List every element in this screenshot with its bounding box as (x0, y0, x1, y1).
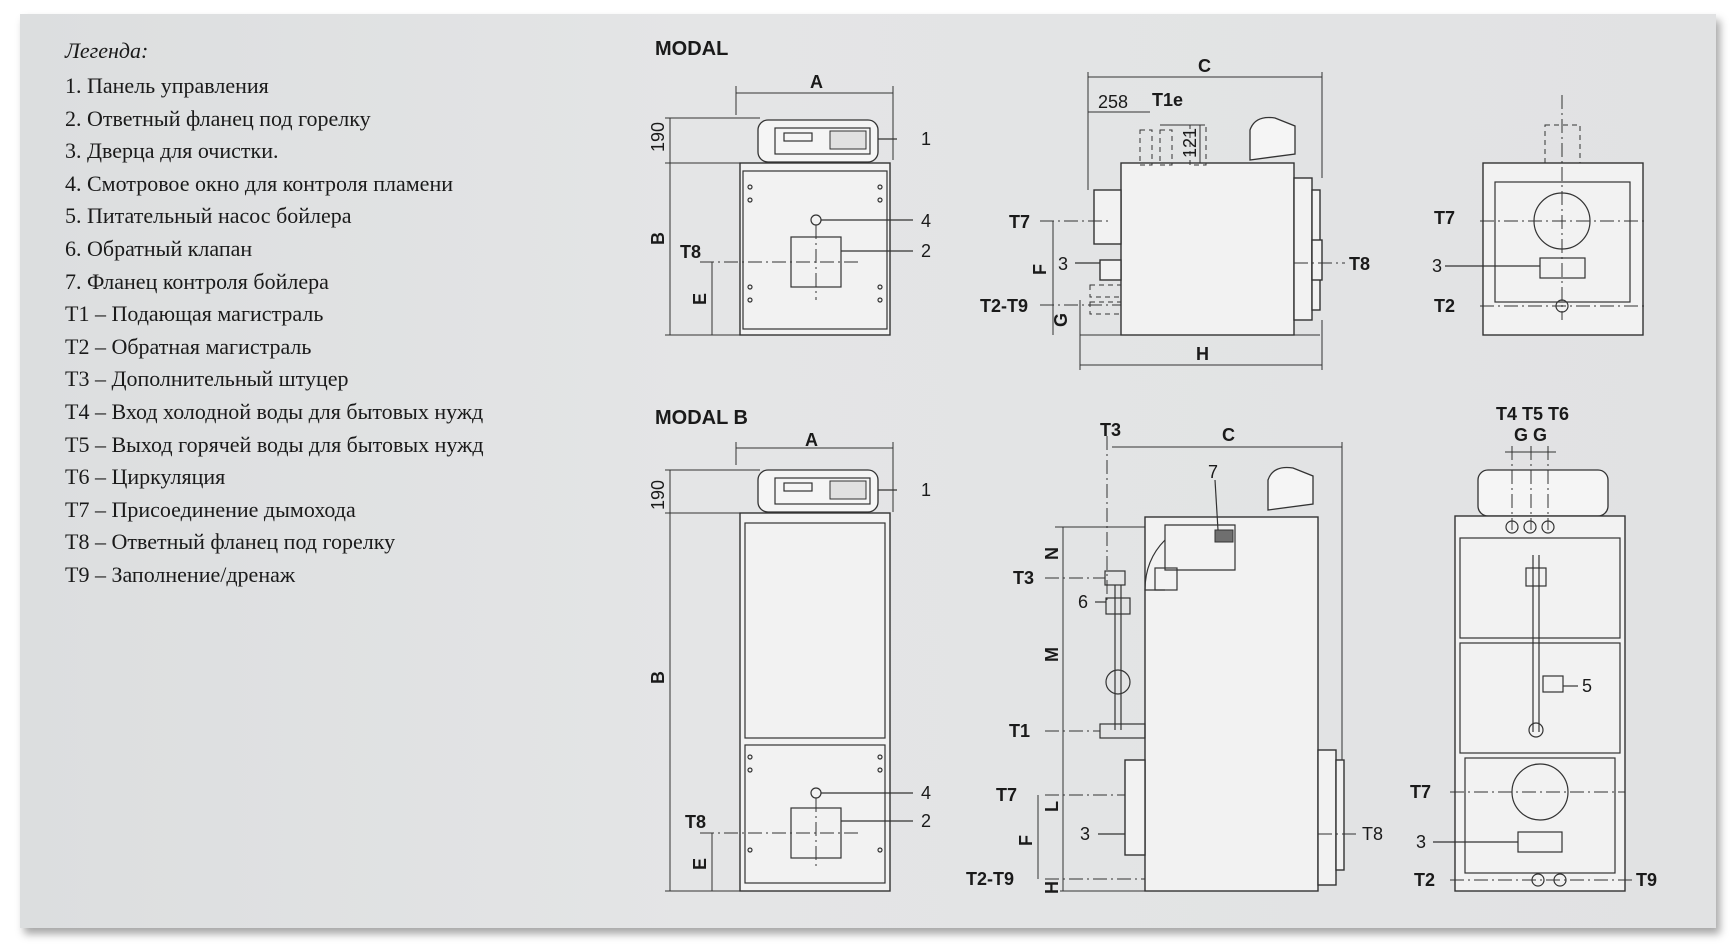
modalb-dim-a: A (805, 430, 818, 450)
modalb-dim-190: 190 (648, 480, 668, 510)
modalb-dim-e: E (690, 858, 710, 870)
legend-item: T6 – Циркуляция (65, 464, 226, 490)
control-panel (774, 127, 871, 155)
legend-items: 1. Панель управления 2. Ответный фланец п… (65, 70, 484, 592)
legend: Легенда: 1. Панель управления 2. Ответный… (65, 38, 484, 592)
modalb-callout-7: 7 (1208, 462, 1218, 482)
legend-item: T8 – Ответный фланец под горелку (65, 529, 396, 555)
modalb-side-t1: T1 (1009, 721, 1030, 741)
legend-item: 1. Панель управления (65, 73, 269, 98)
modalb-dim-m: M (1042, 647, 1062, 662)
modalb-rear-callout-3: 3 (1416, 832, 1426, 852)
modalb-callout-3: 3 (1080, 824, 1090, 844)
modal-dim-a: A (810, 72, 823, 92)
modalb-rear-t2: T2 (1414, 870, 1435, 890)
modal-dim-121: 121 (1180, 128, 1200, 158)
burner-icon (1249, 116, 1296, 161)
modalb-side-t2t9: T2-T9 (966, 869, 1014, 889)
modalb-rear-t7: T7 (1410, 782, 1431, 802)
modalb-callout-5: 5 (1582, 676, 1592, 696)
modalb-dim-n: N (1042, 547, 1062, 560)
modal-title: MODAL (655, 38, 728, 60)
modal-label-t8: T8 (680, 242, 701, 262)
modalb-dim-g1: G (1514, 425, 1528, 445)
legend-item: T3 – Дополнительный штуцер (65, 366, 349, 392)
modal-side-body (1120, 162, 1295, 336)
modal-dim-e: E (690, 293, 710, 305)
modal-dim-g: G (1051, 313, 1071, 327)
modal-callout-4: 4 (921, 211, 931, 231)
modalb-callout-1: 1 (921, 480, 931, 500)
modal-label-t1e: T1e (1152, 90, 1183, 110)
modalb-dim-g2: G (1533, 425, 1547, 445)
modal-callout-2: 2 (921, 241, 931, 261)
modal-dim-c: C (1198, 56, 1211, 76)
boiler-control-flange (1214, 529, 1234, 543)
modal-dim-190: 190 (648, 122, 668, 152)
modalb-control-panel (774, 477, 871, 505)
legend-title: Легенда: (65, 38, 149, 63)
modal-label-t2t9: T2-T9 (980, 296, 1028, 316)
legend-item: 3. Дверца для очистки. (65, 138, 279, 164)
modalb-title: MODAL B (655, 407, 748, 429)
modal-rear-t2: T2 (1434, 296, 1455, 316)
modal-dim-f: F (1030, 264, 1050, 275)
legend-item: T4 – Вход холодной воды для бытовых нужд (65, 398, 484, 424)
modalb-callout-6: 6 (1078, 592, 1088, 612)
modalb-label-t8: T8 (685, 812, 706, 832)
pump-icon (1105, 669, 1131, 695)
modalb-burner-icon (1267, 466, 1314, 511)
modalb-side-t7: T7 (996, 785, 1017, 805)
modal-front-view: MODAL A 190 B E T8 1 4 (648, 38, 931, 336)
modalb-label-t3-top: T3 (1100, 420, 1121, 440)
modalb-dim-c: C (1222, 425, 1235, 445)
legend-item: T5 – Выход горячей воды для бытовых нужд (65, 431, 484, 457)
check-valve-icon (1105, 597, 1131, 615)
modalb-pump-icon (1542, 675, 1564, 693)
legend-item: 2. Ответный фланец под горелку (65, 105, 371, 131)
modal-rear-callout-3: 3 (1432, 256, 1442, 276)
modal-side-t7: T7 (1009, 212, 1030, 232)
modal-side-view: C 258 T1e 121 H F G T7 T2-T9 3 T8 (980, 56, 1370, 370)
modalb-side-body (1144, 516, 1319, 892)
modalb-front-body (739, 512, 891, 892)
modalb-rear-t9: T9 (1636, 870, 1657, 890)
legend-item: T2 – Обратная магистраль (65, 333, 312, 359)
legend-item: 5. Питательный насос бойлера (65, 203, 352, 229)
modalb-label-t456: T4 T5 T6 (1496, 404, 1569, 424)
legend-item: 6. Обратный клапан (65, 235, 253, 261)
legend-item: T9 – Заполнение/дренаж (65, 561, 296, 587)
modal-front-body (739, 162, 891, 336)
modalb-dim-h: H (1042, 881, 1062, 894)
modal-dim-h: H (1196, 344, 1209, 364)
modalb-dim-f: F (1016, 835, 1036, 846)
modalb-callout-2: 2 (921, 811, 931, 831)
modal-dim-b: B (648, 232, 668, 245)
modalb-rear-body (1454, 515, 1626, 892)
legend-item: 7. Фланец контроля бойлера (65, 268, 329, 294)
legend-item: 4. Смотровое окно для контроля пламени (65, 170, 453, 196)
modal-callout-3: 3 (1058, 254, 1068, 274)
modalb-dim-l: L (1042, 801, 1062, 812)
fitting-t1 (1099, 723, 1146, 739)
legend-item: T7 – Присоединение дымохода (65, 496, 356, 522)
modalb-side-t3: T3 (1013, 568, 1034, 588)
legend-item: T1 – Подающая магистраль (65, 301, 324, 327)
modalb-rear-view: T4 T5 T6 G G 5 T7 3 T2 T9 (1410, 404, 1657, 892)
modal-rear-t7: T7 (1434, 208, 1455, 228)
modalb-dim-b: B (648, 671, 668, 684)
modalb-side-view: T3 C N M L F H T3 T1 T7 T2-T9 6 7 3 T8 (966, 420, 1383, 894)
modalb-callout-4: 4 (921, 783, 931, 803)
modalb-side-t8: T8 (1362, 824, 1383, 844)
modalb-front-view: MODAL B A 190 B E T8 1 4 2 (648, 407, 931, 892)
fitting-t3 (1104, 570, 1126, 586)
modal-rear-view: T7 3 T2 (1432, 95, 1645, 336)
modal-dim-258: 258 (1098, 92, 1128, 112)
modal-side-t8: T8 (1349, 254, 1370, 274)
modal-callout-1: 1 (921, 129, 931, 149)
